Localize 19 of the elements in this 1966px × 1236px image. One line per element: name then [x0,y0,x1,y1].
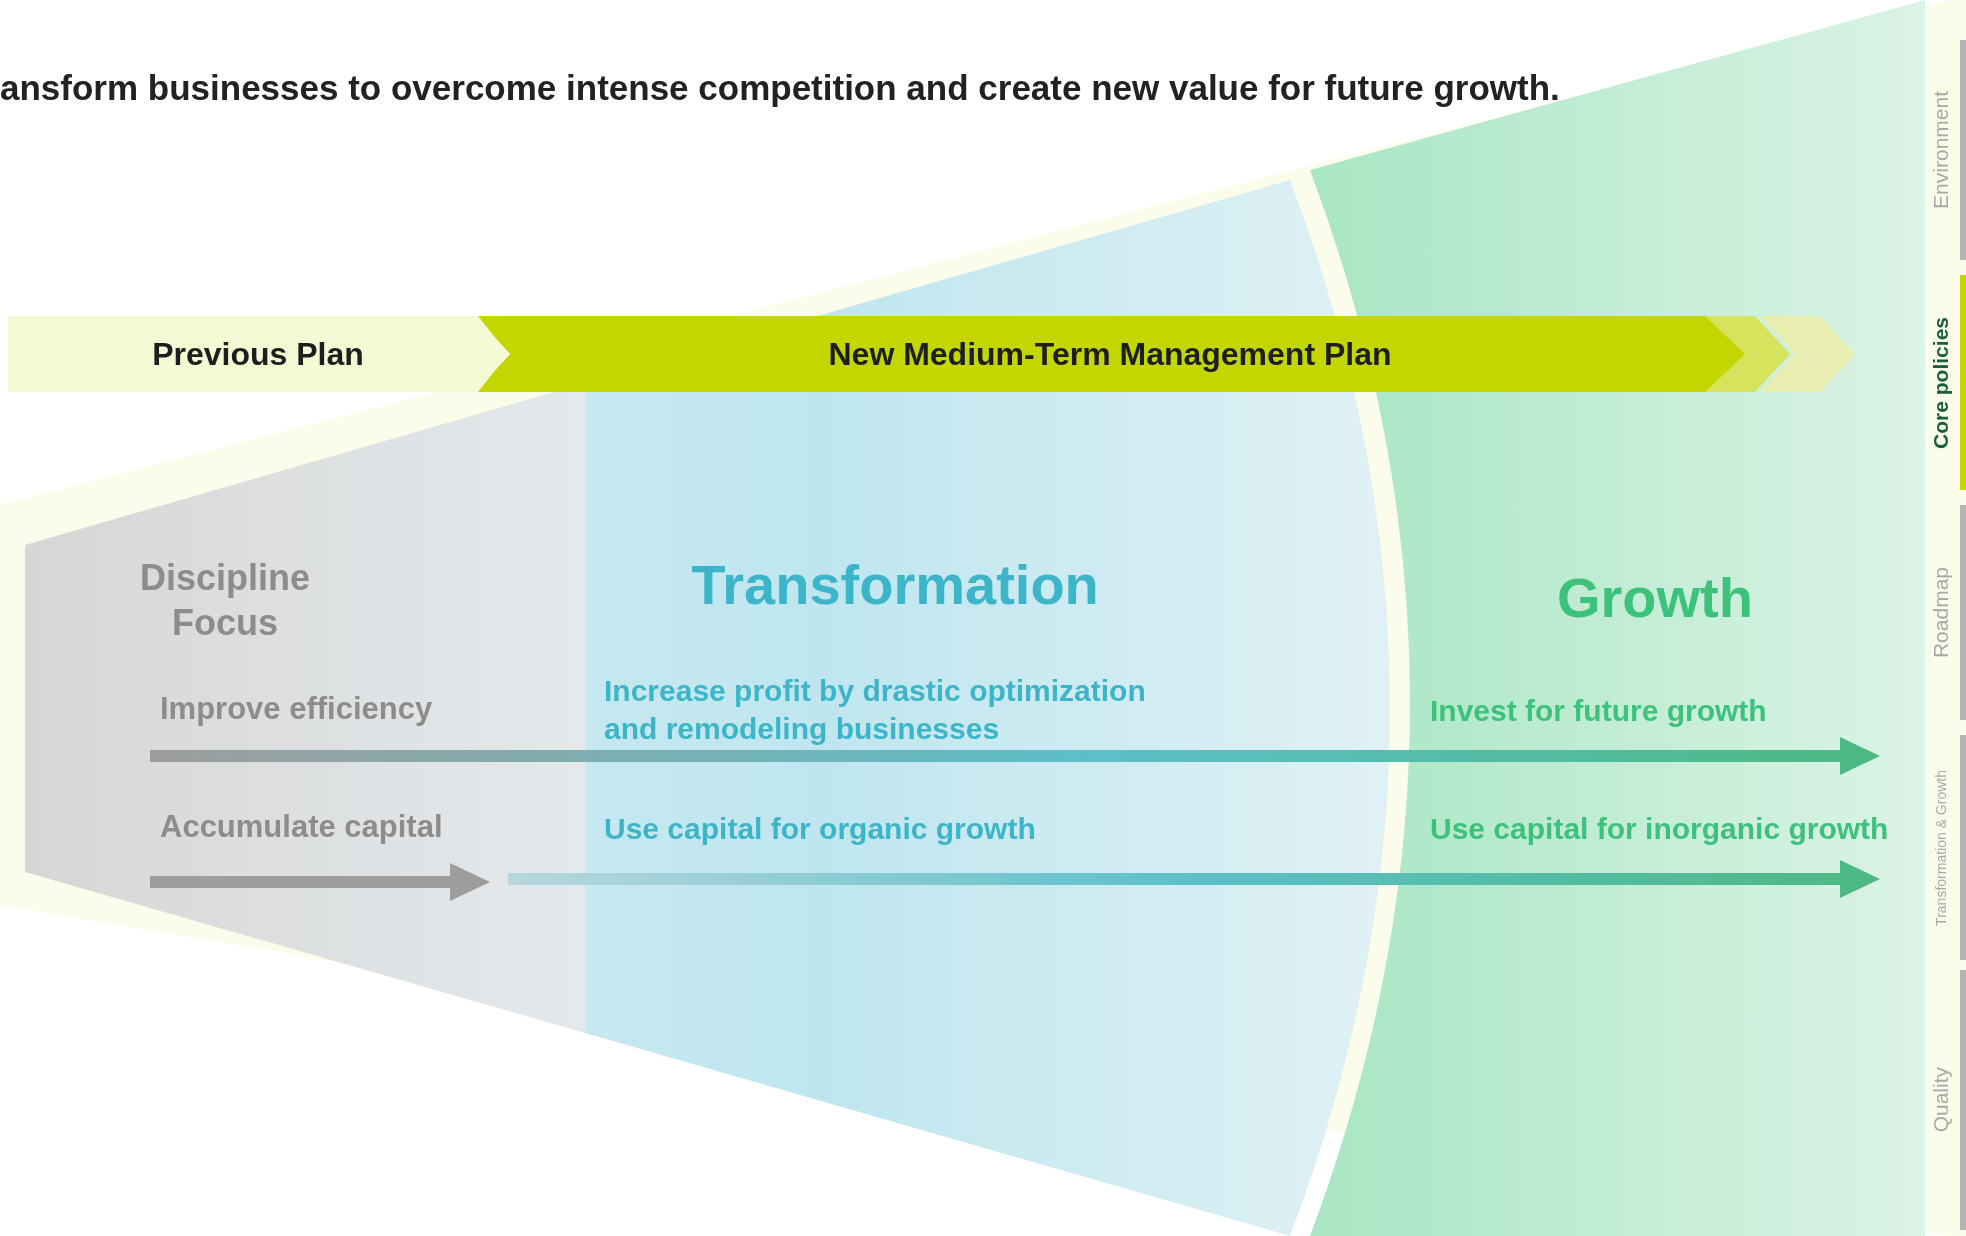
plan-label: Previous Plan [151,335,365,374]
phase-heading: Discipline Focus [138,556,312,645]
phase-goal-text: Accumulate capital [160,808,443,846]
plan-chevron [8,316,508,392]
phase-goal-text: Increase profit by drastic optimization and remodeling businesses [604,673,1147,747]
phase-goal-text: Use capital for organic growth [604,811,1036,847]
heading: ansform businesses to overcome intense competition and create new value for future growth. [0,68,1560,108]
side-tab: Quality [1922,970,1966,1230]
phase-goal-text: Improve efficiency [160,690,433,728]
side-tab: Core policies [1922,275,1966,490]
phase-heading: Growth [1556,565,1754,631]
plan-label: New Medium-Term Management Plan [827,335,1393,374]
side-tab: Environment [1922,40,1966,260]
plan-chevron [475,316,1745,392]
side-tab: Transformation & Growth [1922,735,1966,960]
side-tab: Roadmap [1922,505,1966,720]
phase-goal-text: Use capital for inorganic growth [1430,811,1889,847]
phase-heading: Transformation [690,552,1100,618]
phase-goal-text: Invest for future growth [1430,693,1767,729]
